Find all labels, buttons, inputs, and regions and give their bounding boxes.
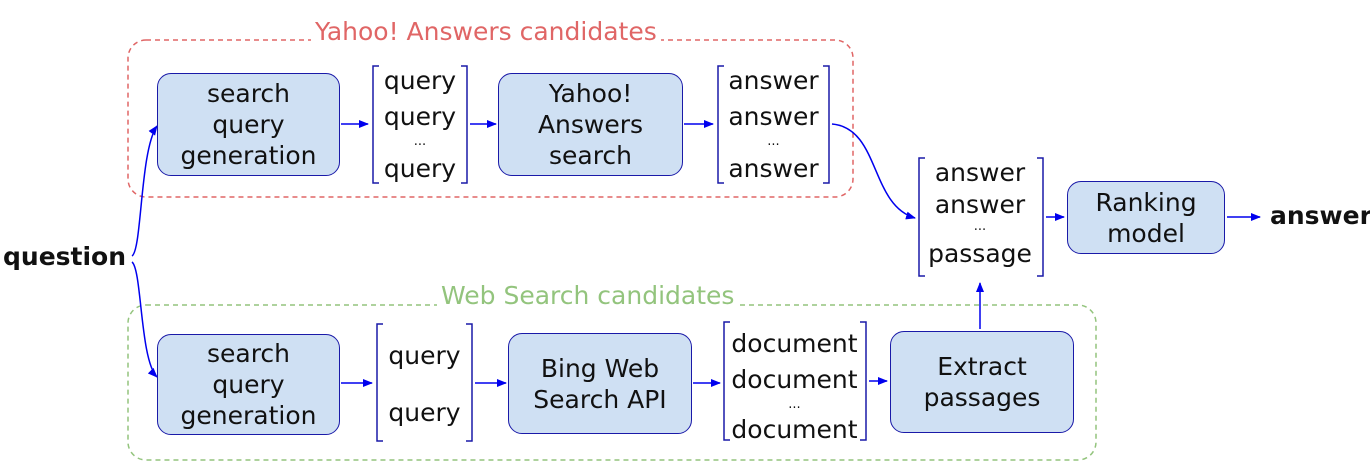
bracket-merged-right (1037, 157, 1044, 277)
web-queries-list: query query (383, 336, 466, 433)
ranking-model-box: Ranking model (1067, 181, 1225, 254)
box-line: passages (923, 383, 1041, 412)
list-item: query (383, 102, 457, 131)
bracket-yahoo-answers-right (823, 65, 830, 184)
list-ellipsis: ... (973, 219, 987, 234)
yahoo-group-title: Yahoo! Answers candidates (311, 18, 661, 46)
extract-passages-box: Extract passages (890, 331, 1074, 433)
box-line: search (206, 79, 291, 108)
bracket-yahoo-answers-left (717, 65, 724, 184)
list-item: query (383, 66, 457, 95)
question-label: question (3, 242, 127, 271)
arrow-question-to-web (131, 261, 158, 378)
box-line: query (212, 370, 285, 399)
yahoo-queries-list: query query ... query (380, 63, 460, 189)
yahoo-query-generation-box: search query generation (157, 73, 340, 176)
bracket-web-documents-left (723, 321, 730, 441)
list-item: query (383, 154, 457, 183)
box-line: Bing Web (540, 353, 660, 383)
list-ellipsis: ... (767, 134, 780, 149)
web-query-generation-box: search query generation (157, 334, 340, 435)
bracket-yahoo-queries-right (461, 65, 468, 184)
list-item: document (731, 329, 858, 358)
list-item: document (731, 415, 858, 444)
box-line: Yahoo! (548, 79, 633, 108)
box-line: generation (180, 141, 317, 170)
list-item: answer (934, 190, 1026, 219)
bracket-web-queries-left (376, 323, 383, 442)
answer-output-label: answer (1270, 201, 1370, 230)
box-line: Ranking (1095, 187, 1197, 217)
list-ellipsis: ... (788, 397, 801, 412)
box-line: Search API (533, 384, 667, 414)
list-item: query (388, 341, 461, 370)
list-item: answer (728, 66, 819, 95)
box-line: search (206, 339, 291, 368)
list-ellipsis: ... (413, 134, 427, 149)
list-item: answer (728, 102, 819, 131)
web-documents-list: document document ... document (726, 326, 863, 448)
web-group-frame (127, 304, 1097, 461)
merged-candidates-list: answer answer ... passage (922, 156, 1038, 274)
box-line: Extract (937, 352, 1027, 381)
box-line: model (1107, 218, 1185, 248)
box-line: Answers (537, 110, 644, 139)
yahoo-answers-search-box: Yahoo! Answers search (498, 73, 683, 176)
bracket-web-documents-right (860, 321, 867, 441)
bracket-web-queries-right (466, 323, 473, 442)
bracket-yahoo-queries-left (372, 65, 379, 184)
list-item: passage (928, 239, 1032, 268)
arrow-yahoo-answers-to-merged (831, 123, 916, 220)
web-group-title: Web Search candidates (437, 282, 739, 310)
bing-web-search-api-box: Bing Web Search API (508, 333, 692, 434)
yahoo-answers-list: answer answer ... answer (724, 63, 823, 189)
box-line: search (548, 141, 633, 170)
list-item: document (731, 365, 858, 394)
arrow-question-to-yahoo (131, 125, 158, 257)
box-line: query (212, 110, 285, 139)
list-item: query (388, 398, 461, 427)
list-item: answer (934, 158, 1026, 187)
box-line: generation (180, 401, 317, 430)
list-item: answer (728, 154, 819, 183)
bracket-merged-left (918, 157, 925, 277)
